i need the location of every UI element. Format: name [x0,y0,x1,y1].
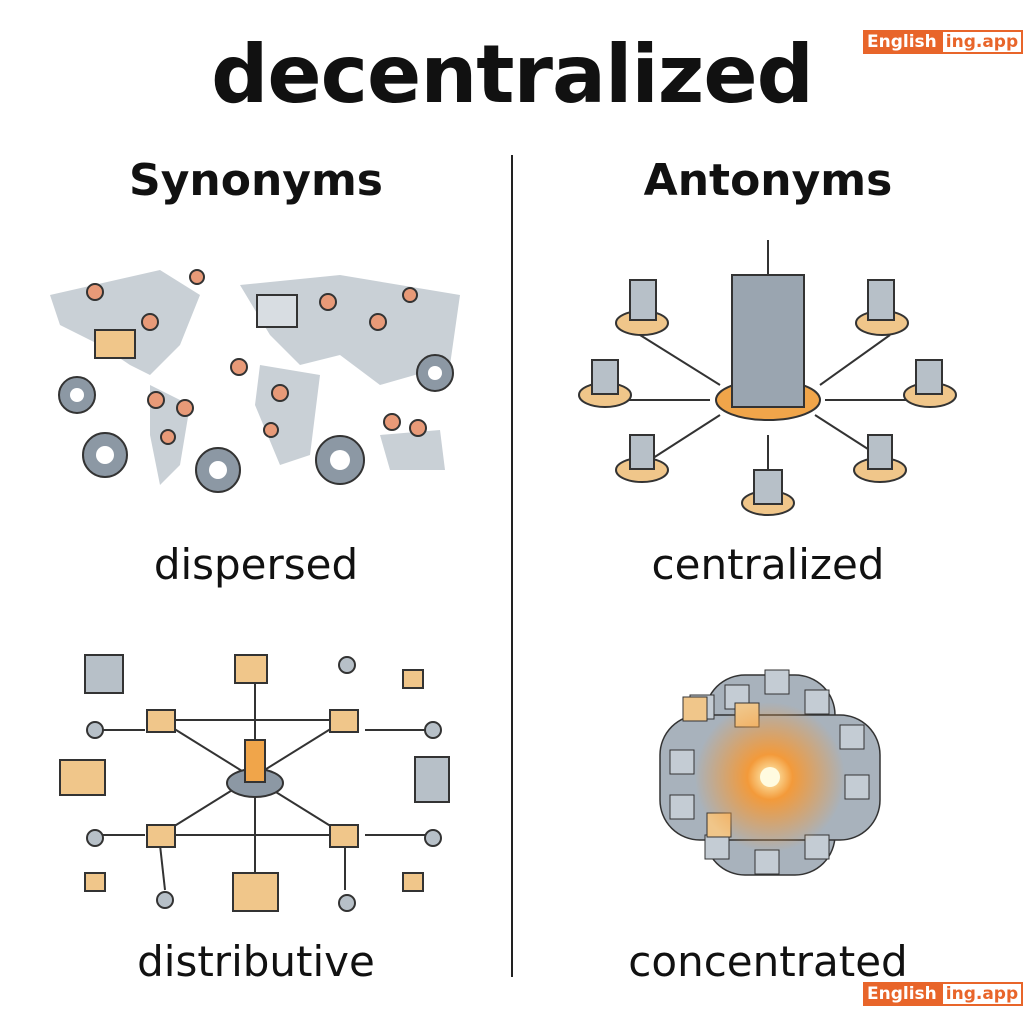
antonym-concentrated: concentrated [628,937,908,986]
concentrated-illustration [659,669,881,876]
synonyms-heading: Synonyms [129,155,383,206]
distributive-illustration [59,654,450,912]
world-map-illustration [50,269,460,493]
divider [511,155,513,977]
antonyms-heading: Antonyms [643,155,893,206]
page-title: decentralized [211,28,814,121]
antonym-centralized: centralized [651,540,885,589]
logo-part2: ing.app [940,982,1024,1006]
synonym-distributive: distributive [137,937,375,986]
synonym-dispersed: dispersed [153,540,359,589]
logo-part1: English [863,30,941,54]
logo-part1: English [863,982,941,1006]
centralized-illustration [578,240,957,516]
logo-part2: ing.app [940,30,1024,54]
